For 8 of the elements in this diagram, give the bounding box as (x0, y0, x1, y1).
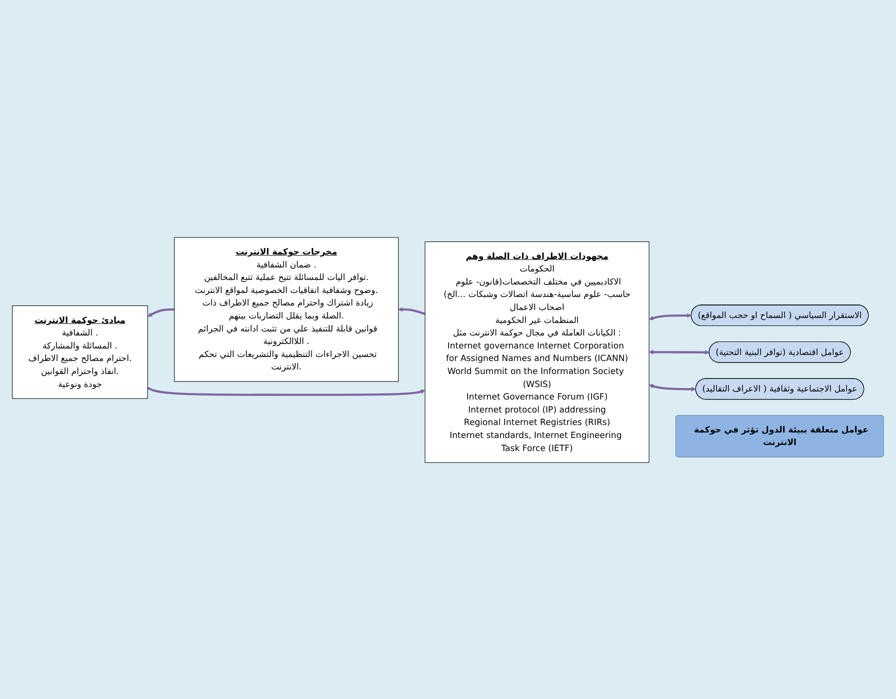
arrow (147, 386, 426, 396)
arrow (147, 308, 174, 316)
arrow (648, 383, 696, 392)
node-box: مخرجات حوكمة الانترنت ضمان الشفافية . توافر اليات للمسائلة تتيح عملية تتبع المخالفين. وضوح وشفافية اتفاقيات الخصوصية لمواقع الانترنت. زيادة اشتراك واحترام مصالح جميع الاطراف ذات الصلة وبما يقلل التضاربات بينهم. قوانين قابلة للتنفيذ علي من تثبت ادانته في الجرائم اللاالكترونية . تحسين الاجراءات التنظيمية والتشريعات التي تحكم الانترنت. (174, 236, 399, 382)
arrow (648, 312, 692, 320)
node-box: مبادئ حوكمة الانترنت الشفافية . المسائلة والمشاركة . احترام مصالح جميع الاطراف. انفاذ واحترام القوانين. جودة ونوعية (12, 304, 148, 398)
arrow (398, 306, 426, 315)
arrow (648, 349, 710, 354)
